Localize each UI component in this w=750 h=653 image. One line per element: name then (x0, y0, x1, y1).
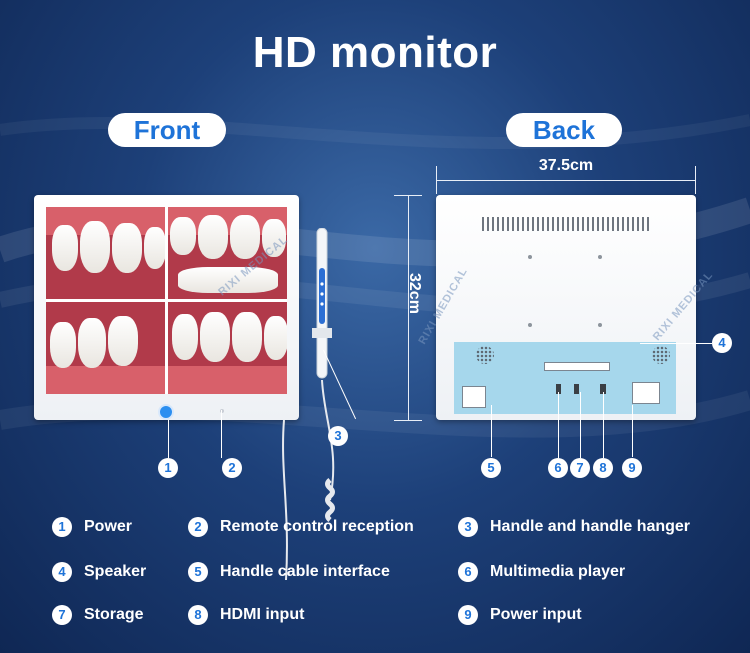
width-dimension-line (436, 180, 696, 181)
hdmi-port[interactable] (600, 384, 606, 394)
callout-leader (168, 420, 169, 458)
legend-item-cable: 5 Handle cable interface (188, 562, 390, 582)
monitor-screen-teeth-image (46, 207, 287, 394)
legend-text: Handle cable interface (220, 563, 390, 580)
legend-number: 7 (52, 605, 72, 625)
callout-leader (603, 392, 604, 458)
speaker-right-grille (652, 346, 670, 364)
legend-number: 3 (458, 517, 478, 537)
legend-item-multimedia: 6 Multimedia player (458, 562, 625, 582)
width-dimension: 37.5cm (538, 157, 594, 174)
legend-item-power-input: 9 Power input (458, 605, 582, 625)
height-dimension-line (408, 195, 409, 420)
callout-badge: 2 (222, 458, 242, 478)
callout-leader (491, 405, 492, 457)
callout-leader (632, 405, 633, 457)
mount-screw (528, 323, 532, 327)
legend-number: 9 (458, 605, 478, 625)
legend-text: Speaker (84, 563, 147, 580)
callout-badge: 5 (481, 458, 501, 478)
back-monitor (436, 195, 696, 420)
power-input-port[interactable] (632, 382, 660, 404)
legend-text: Power (84, 518, 133, 535)
mount-screw (598, 255, 602, 259)
legend-text: Storage (84, 606, 144, 623)
legend-item-speaker: 4 Speaker (52, 562, 146, 582)
callout-badge: 7 (570, 458, 590, 478)
speaker-left-grille (476, 346, 494, 364)
legend-item-storage: 7 Storage (52, 605, 144, 625)
intraoral-handle (312, 228, 332, 379)
callout-leader (580, 392, 581, 458)
remote-receiver (220, 409, 224, 413)
callout-badge: 1 (158, 458, 178, 478)
width-tick (695, 166, 696, 194)
callout-badge: 3 (328, 426, 348, 446)
front-monitor (34, 195, 299, 420)
legend-text: Power input (490, 606, 582, 623)
callout-badge: 4 (712, 333, 732, 353)
mount-screw (598, 323, 602, 327)
mount-screw (528, 255, 532, 259)
height-tick (394, 195, 422, 196)
height-tick (394, 420, 422, 421)
width-tick (436, 166, 437, 194)
back-label: Back (506, 113, 622, 147)
vent-grille (482, 217, 650, 231)
rear-io-panel (454, 342, 676, 414)
height-dimension: 32cm (406, 272, 423, 314)
legend-number: 1 (52, 517, 72, 537)
legend-text: Multimedia player (490, 563, 626, 580)
callout-badge: 9 (622, 458, 642, 478)
legend-item-remote: 2 Remote control reception (188, 517, 414, 537)
callout-leader (221, 410, 222, 458)
legend-item-power: 1 Power (52, 517, 132, 537)
callout-leader (558, 392, 559, 458)
legend-text: HDMI input (220, 606, 305, 623)
usb-port[interactable] (556, 384, 561, 394)
legend-number: 2 (188, 517, 208, 537)
front-label: Front (108, 113, 226, 147)
legend-item-handle: 3 Handle and handle hanger (458, 517, 690, 537)
callout-badge: 6 (548, 458, 568, 478)
legend-text: Remote control reception (220, 518, 414, 535)
page-title: HD monitor (252, 28, 498, 77)
legend-number: 6 (458, 562, 478, 582)
handle-cable-port[interactable] (462, 386, 486, 408)
legend-number: 4 (52, 562, 72, 582)
legend-number: 8 (188, 605, 208, 625)
legend-number: 5 (188, 562, 208, 582)
legend-text: Handle and handle hanger (490, 518, 691, 535)
usb-port[interactable] (574, 384, 579, 394)
legend-item-hdmi: 8 HDMI input (188, 605, 304, 625)
power-button[interactable] (158, 404, 174, 420)
callout-badge: 8 (593, 458, 613, 478)
port-label-strip (544, 362, 610, 371)
callout-leader (640, 343, 712, 344)
handle-cable (282, 380, 335, 580)
